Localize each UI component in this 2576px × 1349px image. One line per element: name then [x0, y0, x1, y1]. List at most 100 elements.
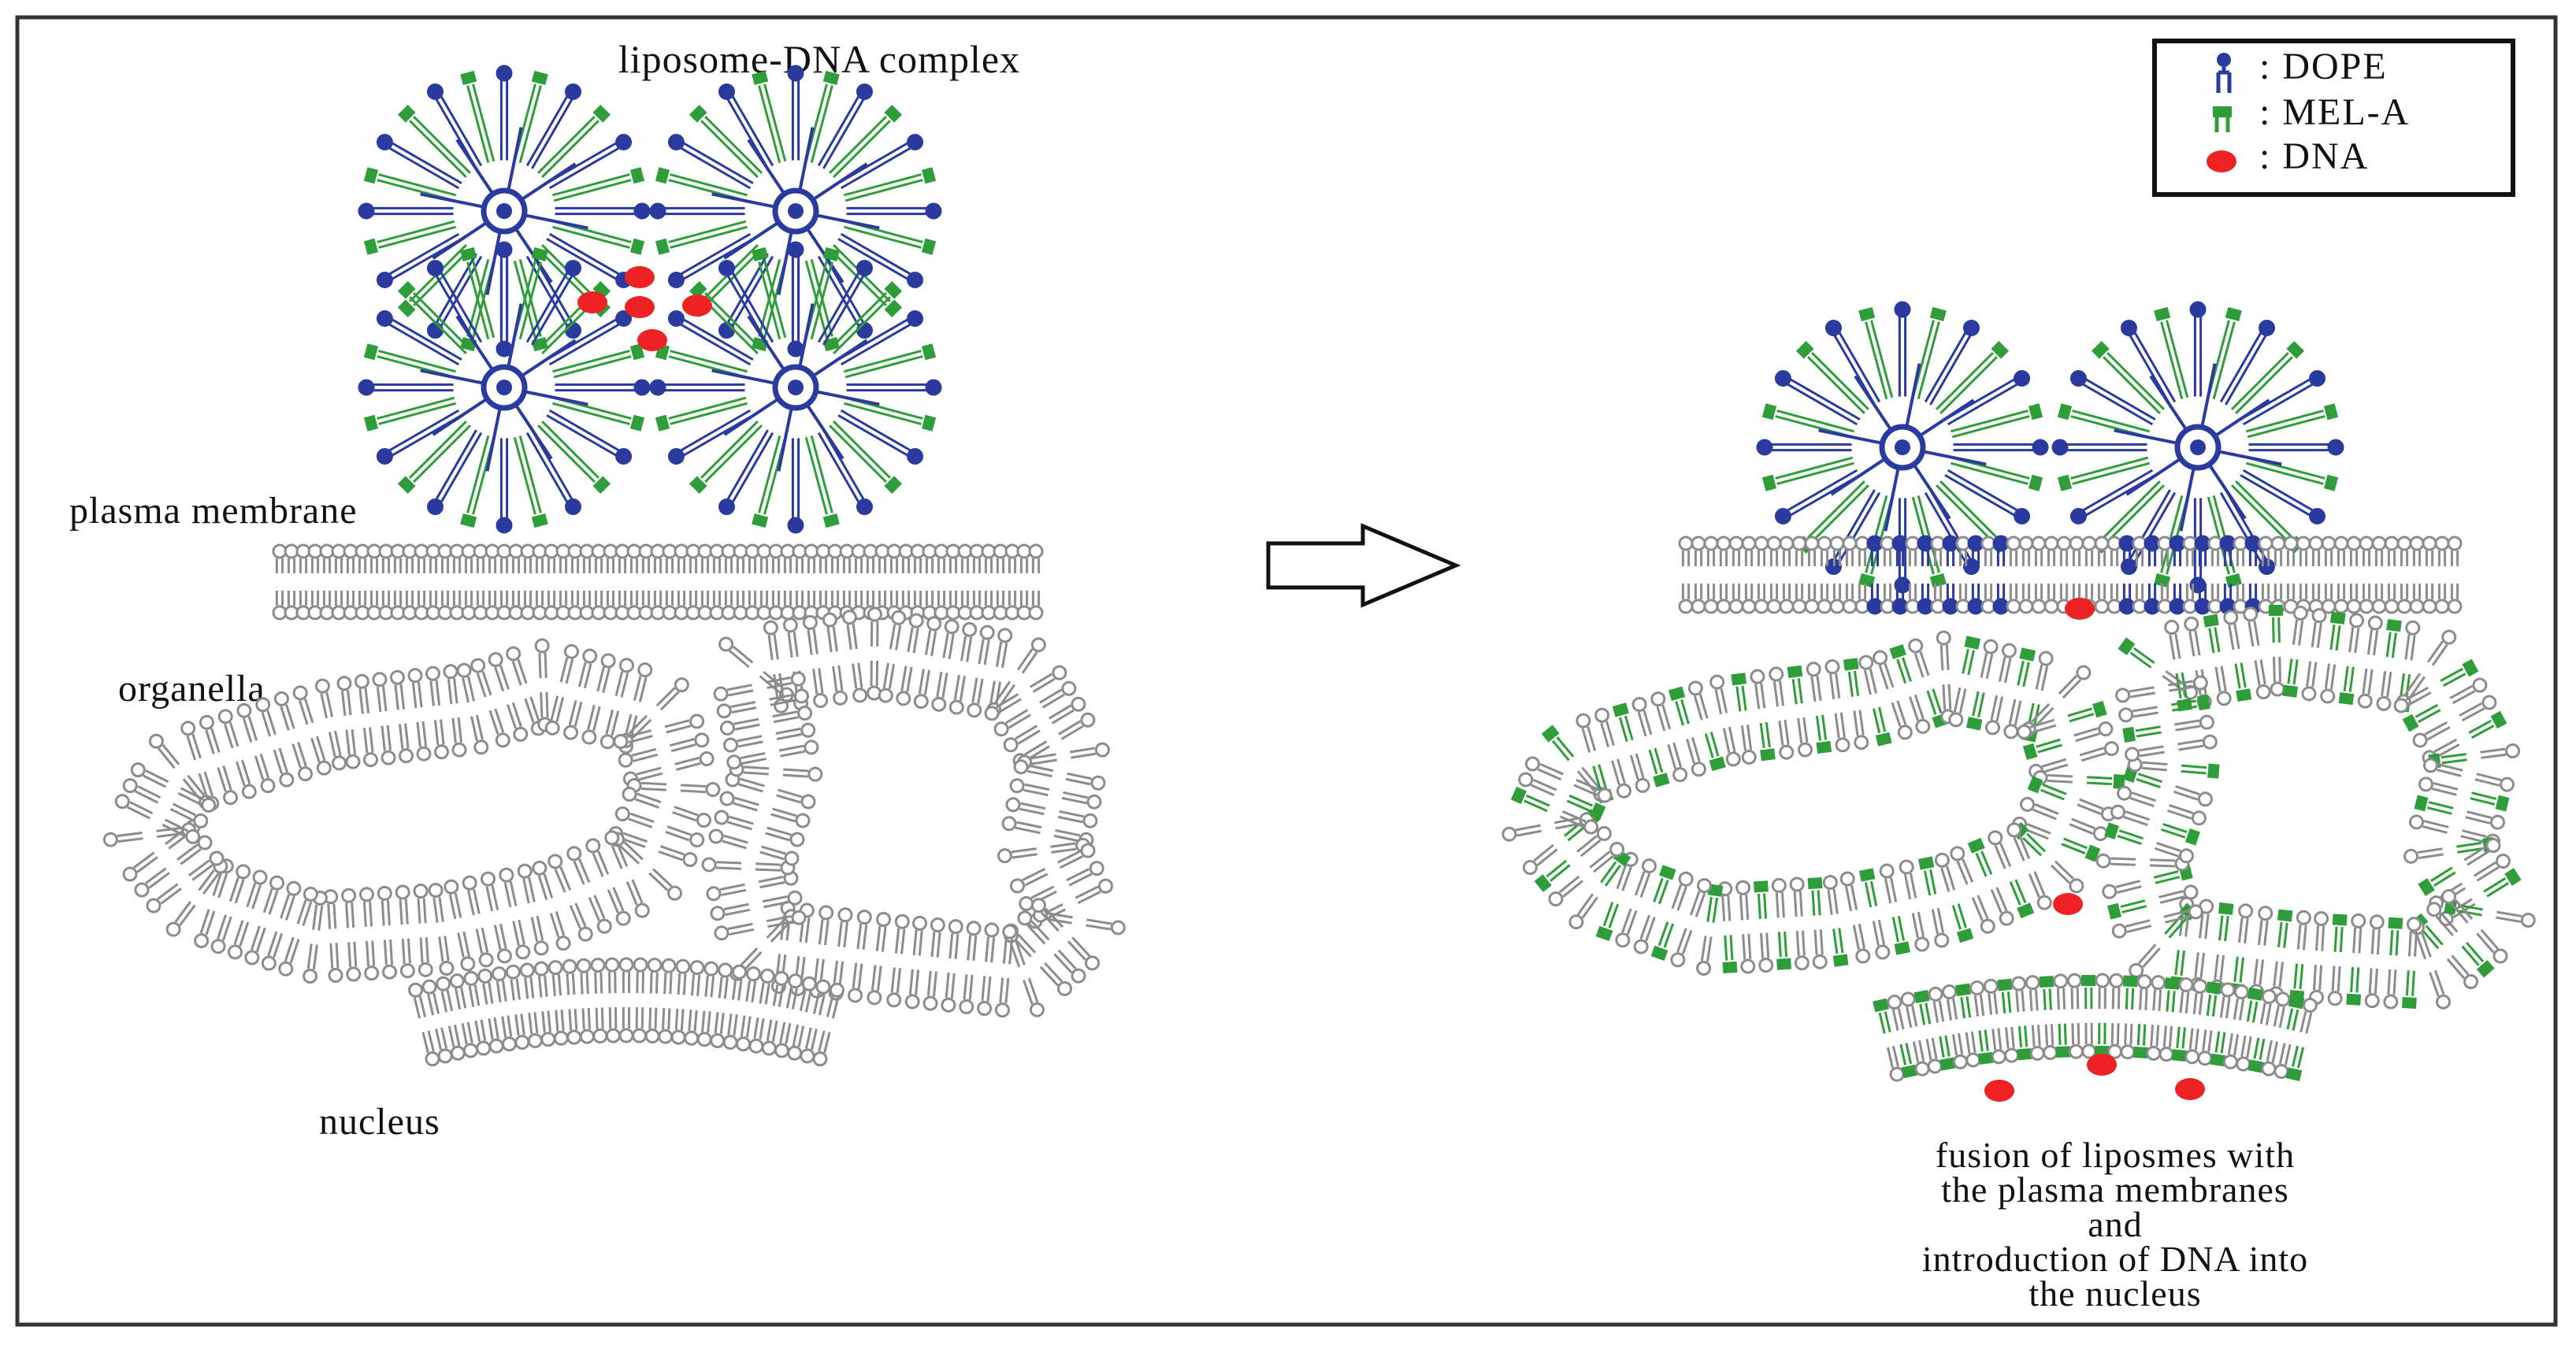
lipid-tail	[2387, 969, 2397, 995]
mel-a-head	[2286, 340, 2305, 359]
lipid-head	[517, 863, 533, 879]
lipid-tail	[488, 1017, 499, 1040]
lipid-tail	[2153, 870, 2181, 884]
lipid-tail	[626, 729, 653, 744]
lipid-tail	[787, 632, 799, 658]
mel-a-head	[1858, 868, 1876, 882]
lipid-tail	[2031, 1025, 2041, 1047]
lipid-tail	[2266, 1040, 2279, 1063]
lipid-head	[2216, 691, 2232, 706]
lipid-tail	[1984, 550, 1993, 566]
lipid-tail	[523, 558, 533, 573]
lipid-tail	[2174, 950, 2186, 977]
lipid-tail	[405, 591, 414, 606]
mel-a-lipid-icon	[2213, 106, 2232, 132]
lipid-head	[1028, 543, 1044, 559]
dope-head	[633, 202, 651, 220]
lipid-head	[2349, 613, 2365, 628]
lipid-tail	[1576, 893, 1598, 919]
lipid-head	[1829, 599, 1845, 614]
lipid-head	[2038, 650, 2054, 666]
dope-head	[2144, 535, 2161, 552]
lipid-tail	[588, 895, 606, 921]
lipid-tail	[1602, 902, 1620, 928]
lipid-head	[2043, 599, 2059, 614]
lipid-tail	[2210, 584, 2220, 599]
lipid-head	[797, 706, 813, 721]
lipid-head	[434, 744, 450, 760]
lipid-tail	[467, 888, 481, 916]
lipid-tail	[312, 904, 324, 931]
lipid-head	[303, 886, 318, 902]
lipid-head	[790, 671, 806, 687]
lipid-tail	[918, 669, 931, 695]
lipid-head	[997, 628, 1013, 643]
lipid-tail	[625, 879, 644, 906]
lipid-tail	[1735, 685, 1747, 712]
lipid-tail	[409, 421, 471, 483]
lipid-tail	[996, 558, 1005, 573]
mel-a-head	[1754, 880, 1769, 893]
lipid-tail	[1921, 584, 1930, 599]
lipid-tail	[785, 987, 798, 1010]
lipid-tail	[2132, 706, 2158, 718]
lipid-tail	[889, 624, 902, 650]
lipid-head	[787, 890, 803, 906]
lipid-tail	[925, 558, 934, 573]
lipid-tail	[2017, 1025, 2029, 1048]
lipid-tail	[1951, 1033, 1964, 1056]
dope-head	[2189, 301, 2207, 318]
lipid-tail	[2405, 970, 2415, 996]
lipid-head	[2409, 536, 2425, 551]
mel-a-head	[1787, 665, 1803, 679]
diagram-frame	[15, 15, 2558, 1327]
lipid-tail	[596, 666, 611, 694]
lipid-tail	[766, 918, 789, 943]
lipid-tail	[322, 591, 332, 606]
lipid-head	[413, 884, 429, 899]
lipid-head	[1615, 932, 1631, 948]
dope-head	[907, 272, 924, 288]
lipid-tail	[731, 978, 743, 1001]
lipid-tail	[1793, 891, 1803, 917]
lipid-tail	[1978, 1029, 1989, 1052]
lipid-head	[2333, 536, 2349, 551]
lipid-tail	[2177, 739, 2204, 751]
lipid-tail	[641, 591, 651, 606]
lipid-tail	[2248, 443, 2329, 452]
lipid-head	[2184, 1049, 2200, 1065]
dope-head	[496, 65, 513, 82]
lipid-head	[1754, 536, 1769, 551]
lipid-tail	[280, 894, 295, 921]
lipid-tail	[2437, 584, 2447, 599]
arrow-icon	[1266, 523, 1461, 608]
mel-a-head	[1795, 340, 1814, 359]
lipid-head	[1875, 944, 1891, 960]
lipid-tail	[832, 665, 844, 691]
lipid-tail	[878, 591, 887, 606]
lipid-tail	[672, 806, 699, 822]
lipid-head	[2275, 991, 2291, 1007]
lipid-head	[2164, 620, 2180, 636]
lipid-head	[278, 961, 294, 977]
lipid-head	[303, 969, 318, 984]
lipid-head	[223, 790, 239, 806]
lipid-tail	[440, 558, 450, 573]
lipid-tail	[680, 142, 754, 190]
lipid-tail	[924, 629, 937, 657]
lipid-tail	[452, 558, 462, 573]
lipid-head	[2031, 536, 2047, 551]
lipid-tail	[1061, 791, 1089, 805]
lipid-head	[2018, 536, 2034, 551]
lipid-head	[2396, 536, 2412, 551]
lipid-head	[613, 733, 629, 749]
lipid-tail	[547, 591, 556, 606]
mel-a-head	[629, 414, 645, 432]
lipid-tail	[2149, 375, 2188, 430]
lipid-tail	[1865, 320, 1894, 400]
lipid-tail	[2450, 550, 2459, 566]
lipid-tail	[985, 936, 996, 963]
lipid-tail	[2032, 803, 2059, 821]
lipid-tail	[826, 626, 838, 653]
lipid-head	[632, 1028, 648, 1043]
